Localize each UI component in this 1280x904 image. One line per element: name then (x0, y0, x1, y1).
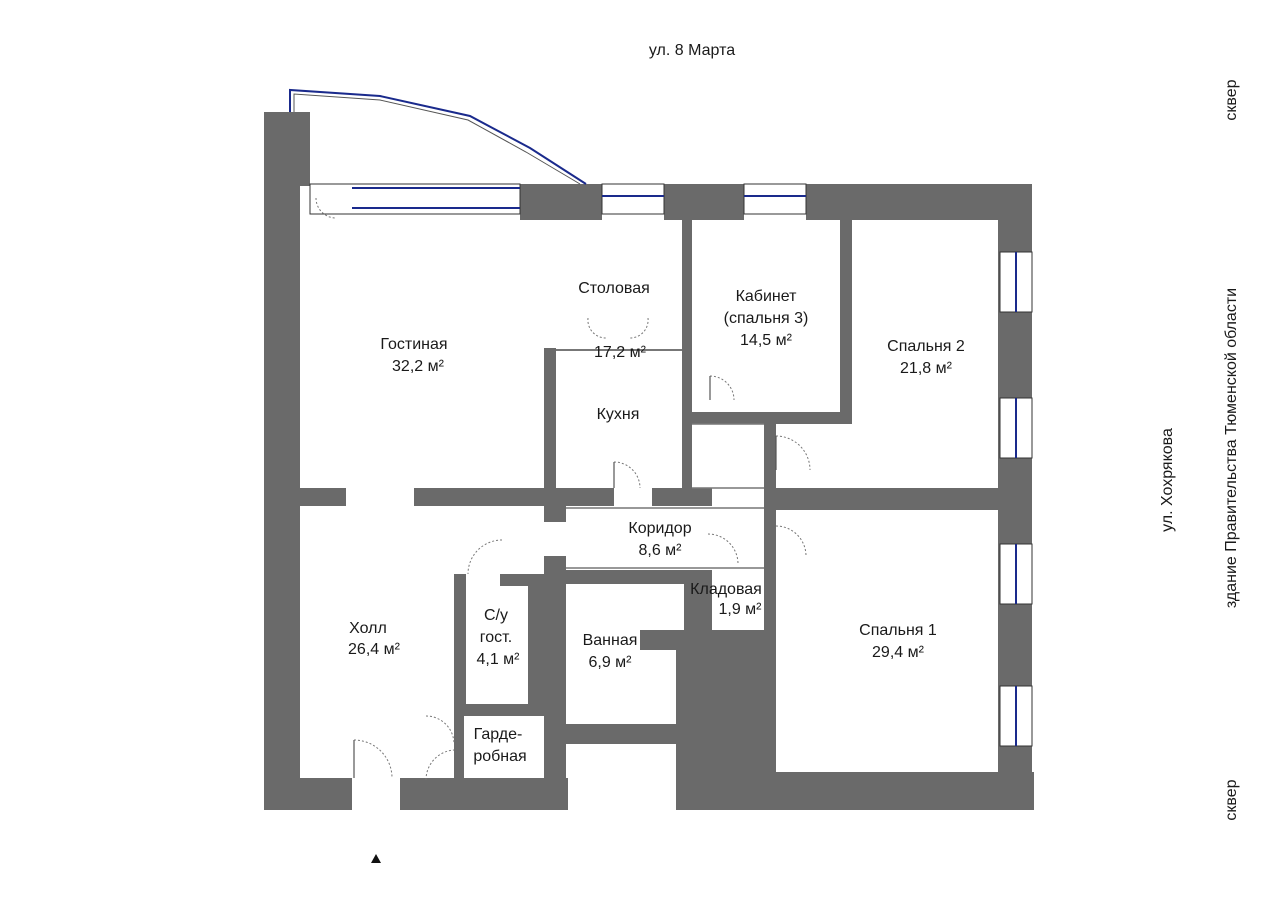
wall-lower-block (676, 630, 774, 810)
room-wardrobe-name2: робная (473, 748, 526, 765)
wall-bottom-right (754, 772, 1034, 810)
street-top-label: ул. 8 Марта (649, 42, 735, 59)
park-bottom-label: сквер (1223, 779, 1240, 820)
room-bedroom1-area: 29,4 м² (872, 644, 925, 661)
wall-study-right (840, 218, 852, 424)
wall-wardrobe-top (454, 704, 546, 716)
building-right-label: здание Правительства Тюменской области (1223, 288, 1240, 608)
room-dining-name: Столовая (578, 280, 650, 297)
room-pantry-name: Кладовая (690, 581, 762, 598)
wall-bath-top (566, 570, 686, 584)
room-bath-name: Ванная (583, 632, 638, 649)
room-living-area: 32,2 м² (392, 358, 445, 375)
wall-corridor-left (544, 506, 566, 522)
room-corridor-area: 8,6 м² (638, 542, 682, 559)
wall-wardrobe-left (454, 714, 464, 780)
room-study-area: 14,5 м² (740, 332, 793, 349)
wall-top-right (806, 184, 1032, 220)
wall-top-left (264, 112, 310, 186)
wall-corridor-left-2 (544, 556, 566, 778)
wall-wc-top (500, 574, 546, 586)
wall-center-horizontal (414, 488, 614, 506)
wall-wc-left (454, 574, 466, 714)
wall-top-pier-2 (664, 184, 744, 220)
wall-study-left (682, 218, 692, 490)
balcony-outline (289, 88, 587, 185)
doors (315, 197, 811, 781)
wall-pantry-left (684, 570, 712, 630)
wall-wc-right (528, 586, 546, 714)
room-bath-area: 6,9 м² (588, 654, 632, 671)
wall-study-bottom (682, 412, 852, 424)
windows (309, 183, 1033, 747)
wall-bottom-mid (400, 778, 568, 810)
room-kitchen-name: Кухня (597, 406, 640, 423)
room-pantry-area: 1,9 м² (718, 601, 762, 618)
walls (264, 112, 1034, 810)
park-top-label: сквер (1223, 79, 1240, 120)
room-hall-area: 26,4 м² (348, 641, 401, 658)
room-hall-name: Холл (349, 620, 387, 637)
room-living-name: Гостиная (380, 336, 447, 353)
room-dining-area: 17,2 м² (594, 344, 647, 361)
room-bedroom1-name: Спальня 1 (859, 622, 937, 639)
room-corridor-name: Коридор (628, 520, 691, 537)
room-study-name2: (спальня 3) (724, 310, 809, 327)
wall-pantry-right (764, 510, 776, 810)
room-study-name: Кабинет (736, 288, 798, 305)
wall-vert-mid (764, 424, 776, 514)
wall-bedroom2-bottom (764, 488, 1000, 510)
room-wc-area: 4,1 м² (476, 651, 520, 668)
wall-bottom-left (264, 778, 352, 810)
wall-bath-bottom (566, 724, 678, 744)
street-right-label: ул. Хохрякова (1159, 428, 1176, 532)
room-bedroom2-name: Спальня 2 (887, 338, 965, 355)
room-wc-name2: гост. (480, 629, 512, 646)
room-wardrobe-name: Гарде- (474, 726, 523, 743)
wall-kitchen-left (544, 348, 556, 490)
wall-left (264, 112, 300, 810)
wall-hall-top (300, 488, 346, 506)
wall-top-pier-1 (520, 184, 602, 220)
wall-center-horizontal-2 (652, 488, 712, 506)
room-wc-name: С/у (484, 607, 508, 624)
room-bedroom2-area: 21,8 м² (900, 360, 953, 377)
window-top-2 (601, 183, 665, 215)
window-top-3 (743, 183, 807, 215)
entrance-arrow-icon (371, 854, 381, 863)
